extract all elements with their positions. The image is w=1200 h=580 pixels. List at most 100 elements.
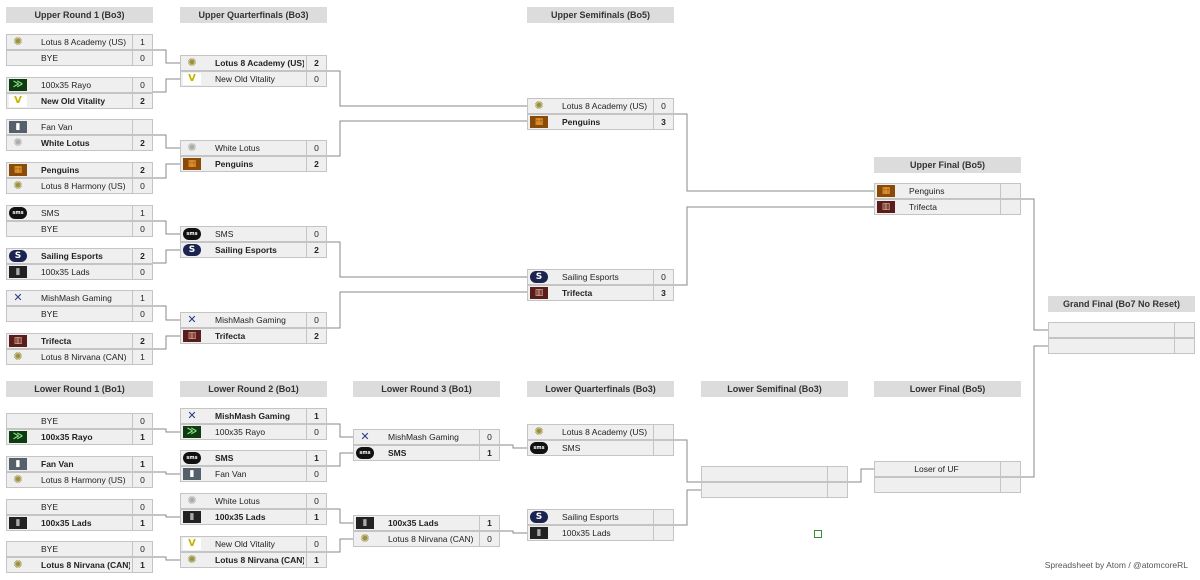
team-row[interactable]: SMS [527,440,674,456]
team-name: 100x35 Lads [41,518,92,528]
team-row[interactable]: Penguins [874,183,1021,199]
team-row[interactable]: Lotus 8 Academy (US)0 [527,98,674,114]
header-upper-round-1: Upper Round 1 (Bo3) [6,7,153,23]
header-lower-quarterfinals: Lower Quarterfinals (Bo3) [527,381,674,397]
team-score: 1 [479,515,499,531]
team-score: 0 [306,466,326,482]
team-row[interactable]: Fan Van 0 [180,466,327,482]
rayo-icon [183,426,201,438]
team-name: MishMash Gaming [41,293,112,303]
team-row[interactable] [1048,338,1195,354]
team-row[interactable]: Lotus 8 Nirvana (CAN)1 [6,557,153,573]
sms-icon [356,447,374,459]
team-name: BYE [41,53,59,63]
team-row[interactable]: Lotus 8 Academy (US) [527,424,674,440]
team-score [827,482,847,498]
team-score: 1 [132,205,152,221]
team-row[interactable]: Trifecta [874,199,1021,215]
team-row[interactable] [874,477,1021,493]
lads-icon [183,511,201,523]
team-row[interactable]: Lotus 8 Academy (US)2 [180,55,327,71]
team-name: Fan Van [41,122,73,132]
header-lower-final: Lower Final (Bo5) [874,381,1021,397]
trifecta-icon [183,330,201,342]
team-name: 100x35 Rayo [41,80,92,90]
penguins-icon [183,158,201,170]
team-row[interactable]: Sailing Esports [527,509,674,525]
team-row[interactable] [1048,322,1195,338]
team-score [1000,199,1020,215]
team-row[interactable]: Lotus 8 Nirvana (CAN)0 [353,531,500,547]
team-name: 100x35 Lads [41,267,90,277]
team-row[interactable]: Lotus 8 Nirvana (CAN)1 [6,349,153,365]
fan-van-icon [9,121,27,133]
team-name: Fan Van [215,469,247,479]
team-score: 2 [132,248,152,264]
team-name: SMS [562,443,581,453]
team-row[interactable] [701,466,848,482]
team-score: 2 [306,156,326,172]
team-score [1000,461,1020,477]
header-upper-final: Upper Final (Bo5) [874,157,1021,173]
team-row[interactable]: Lotus 8 Nirvana (CAN)1 [180,552,327,568]
team-row[interactable]: Loser of UF [874,461,1021,477]
team-row[interactable]: Lotus 8 Academy (US)1 [6,34,153,50]
team-row[interactable]: Lotus 8 Harmony (US)0 [6,472,153,488]
lotus-icon [9,559,27,571]
team-row[interactable] [701,482,848,498]
header-grand-final: Grand Final (Bo7 No Reset) [1048,296,1195,312]
team-row[interactable]: Lotus 8 Harmony (US)0 [6,178,153,194]
team-row[interactable]: Fan Van [6,119,153,135]
team-row[interactable]: 100x35 Lads [527,525,674,541]
team-score: 0 [306,536,326,552]
team-score: 0 [132,413,152,429]
checkbox-icon[interactable] [814,530,822,538]
team-score: 1 [306,408,326,424]
team-score: 2 [306,242,326,258]
team-name: Penguins [562,117,601,127]
team-score: 3 [653,285,673,301]
sms-icon [530,442,548,454]
header-upper-quarterfinals: Upper Quarterfinals (Bo3) [180,7,327,23]
team-name: Lotus 8 Nirvana (CAN) [41,560,130,570]
team-score: 0 [132,221,152,237]
